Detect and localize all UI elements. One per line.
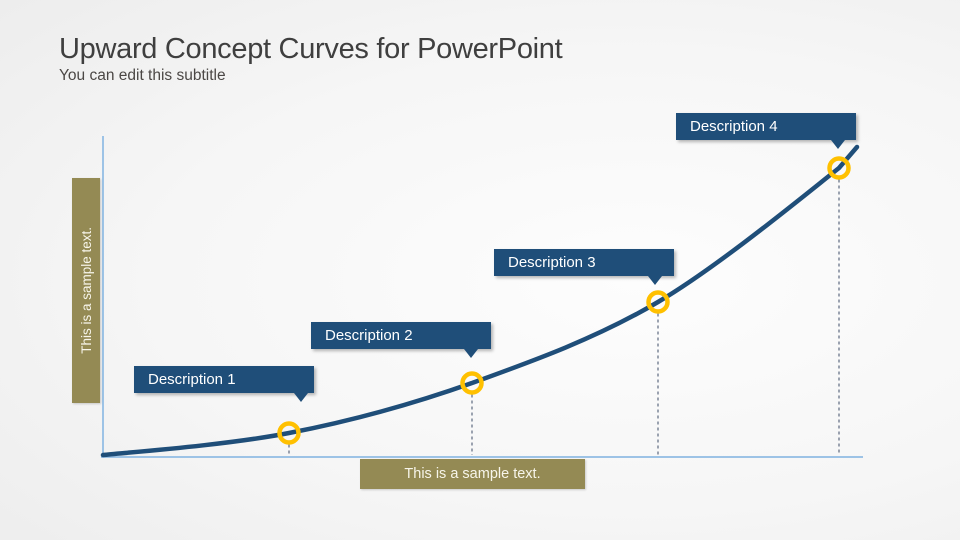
curve-marker-4[interactable] xyxy=(827,156,851,180)
curve-marker-1[interactable] xyxy=(277,421,301,445)
y-axis-label-box[interactable]: This is a sample text. xyxy=(72,178,100,403)
x-axis-label-box[interactable]: This is a sample text. xyxy=(360,459,585,489)
upward-curve xyxy=(100,144,860,458)
curve-marker-2[interactable] xyxy=(460,371,484,395)
callout-description-1[interactable]: Description 1 xyxy=(134,366,314,402)
curve-marker-3[interactable] xyxy=(646,290,670,314)
callout-pointer xyxy=(294,393,308,402)
callout-description-2[interactable]: Description 2 xyxy=(311,322,491,358)
callout-pointer xyxy=(831,140,845,149)
x-axis-label: This is a sample text. xyxy=(404,466,541,482)
callout-pointer xyxy=(648,276,662,285)
callout-label: Description 4 xyxy=(690,118,778,135)
slide-subtitle[interactable]: You can edit this subtitle xyxy=(59,67,226,84)
slide-title[interactable]: Upward Concept Curves for PowerPoint xyxy=(59,33,563,65)
y-axis-label: This is a sample text. xyxy=(78,227,94,354)
callout-label: Description 1 xyxy=(148,371,236,388)
callout-description-4[interactable]: Description 4 xyxy=(676,113,856,149)
callout-pointer xyxy=(464,349,478,358)
callout-description-3[interactable]: Description 3 xyxy=(494,249,674,285)
callout-label: Description 3 xyxy=(508,254,596,271)
callout-label: Description 2 xyxy=(325,327,413,344)
